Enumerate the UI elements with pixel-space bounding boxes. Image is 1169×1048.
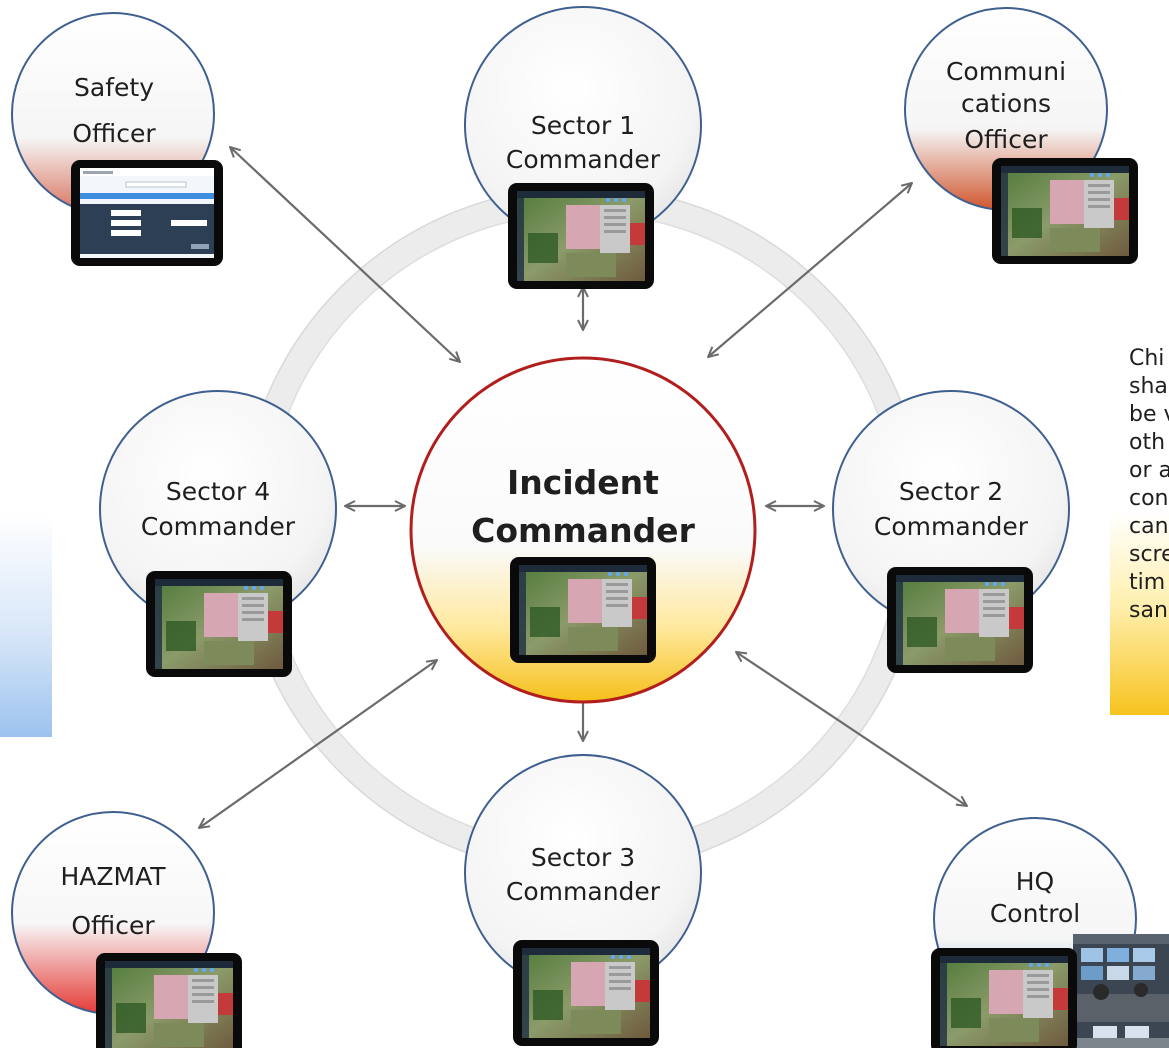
note-line: be v <box>1129 402 1169 427</box>
note-line: con <box>1129 486 1169 511</box>
node-label-line2: Commander <box>874 512 1029 541</box>
node-label-line2: Commander <box>506 145 661 174</box>
tablet-device <box>146 571 292 677</box>
node-label-line1: Sector 2 <box>899 477 1003 506</box>
node-label-line2: Officer <box>72 119 156 148</box>
note-line: can <box>0 330 14 358</box>
note-line: Chi <box>1129 346 1165 371</box>
note-line: l. <box>0 610 14 638</box>
arrow-hq-incident <box>736 652 967 806</box>
note-line <box>0 498 14 526</box>
note-line <box>0 386 14 414</box>
node-label-line2: cations <box>961 89 1051 118</box>
note-line <box>0 526 14 554</box>
left-note-box: can nen blel. <box>0 330 52 737</box>
note-line <box>0 358 14 386</box>
node-label-line1: HAZMAT <box>60 862 166 891</box>
node-label-line2: Commander <box>141 512 296 541</box>
tablet-device <box>931 948 1077 1048</box>
note-line: scre <box>1129 542 1169 567</box>
node-label-line2: Commander <box>506 877 661 906</box>
node-label-line1: Incident <box>507 463 659 502</box>
node-label-line1: HQ <box>1016 867 1054 896</box>
tablet-device <box>992 158 1138 264</box>
tablet-device <box>887 567 1033 673</box>
node-sector2-commander: Sector 2 Commander <box>832 390 1070 673</box>
node-sector4-commander: Sector 4 Commander <box>99 390 337 677</box>
note-line: ble <box>0 582 14 610</box>
tablet-device <box>70 159 224 267</box>
tablet-device <box>508 183 654 289</box>
note-line <box>0 414 14 442</box>
node-label-line2: Control <box>990 899 1080 928</box>
node-label-line1: Sector 3 <box>531 843 635 872</box>
note-line: n <box>0 470 14 498</box>
note-line: can <box>1129 514 1169 539</box>
right-note-box: Chi sha be v oth or a con can scre tim san <box>1110 345 1169 715</box>
node-label-line1: Safety <box>74 73 154 102</box>
node-hq-control: HQ Control <box>931 817 1169 1048</box>
node-label-line1: Sector 4 <box>166 477 270 506</box>
arrow-hazmat-incident <box>199 660 437 828</box>
note-line: sha <box>1129 374 1168 399</box>
arrow-safety-incident <box>230 147 460 362</box>
note-line: ne <box>0 442 14 470</box>
tablet-device <box>96 953 242 1048</box>
node-label-line2: Commander <box>471 511 695 550</box>
node-hazmat-officer: HAZMAT Officer <box>11 811 242 1048</box>
note-line <box>0 554 14 582</box>
tablet-device <box>510 557 656 663</box>
node-sector1-commander: Sector 1 Commander <box>464 6 702 289</box>
node-incident-commander: Incident Commander <box>409 356 757 704</box>
control-room-photo <box>1073 934 1169 1048</box>
note-line: san <box>1129 598 1168 623</box>
note-line: tim <box>1129 570 1166 595</box>
node-label-line1: Communi <box>946 57 1066 86</box>
note-line: or a <box>1129 458 1169 483</box>
node-label-line2: Officer <box>71 911 155 940</box>
node-label-line3: Officer <box>964 125 1048 154</box>
arrow-comms-incident <box>708 183 912 357</box>
node-circle <box>409 356 757 704</box>
node-label-line1: Sector 1 <box>531 111 635 140</box>
tablet-device <box>513 940 659 1046</box>
node-sector3-commander: Sector 3 Commander <box>464 754 702 1046</box>
note-line: oth <box>1129 430 1166 455</box>
node-safety-officer: Safety Officer <box>11 12 224 267</box>
node-communications-officer: Communi cations Officer <box>904 7 1138 264</box>
